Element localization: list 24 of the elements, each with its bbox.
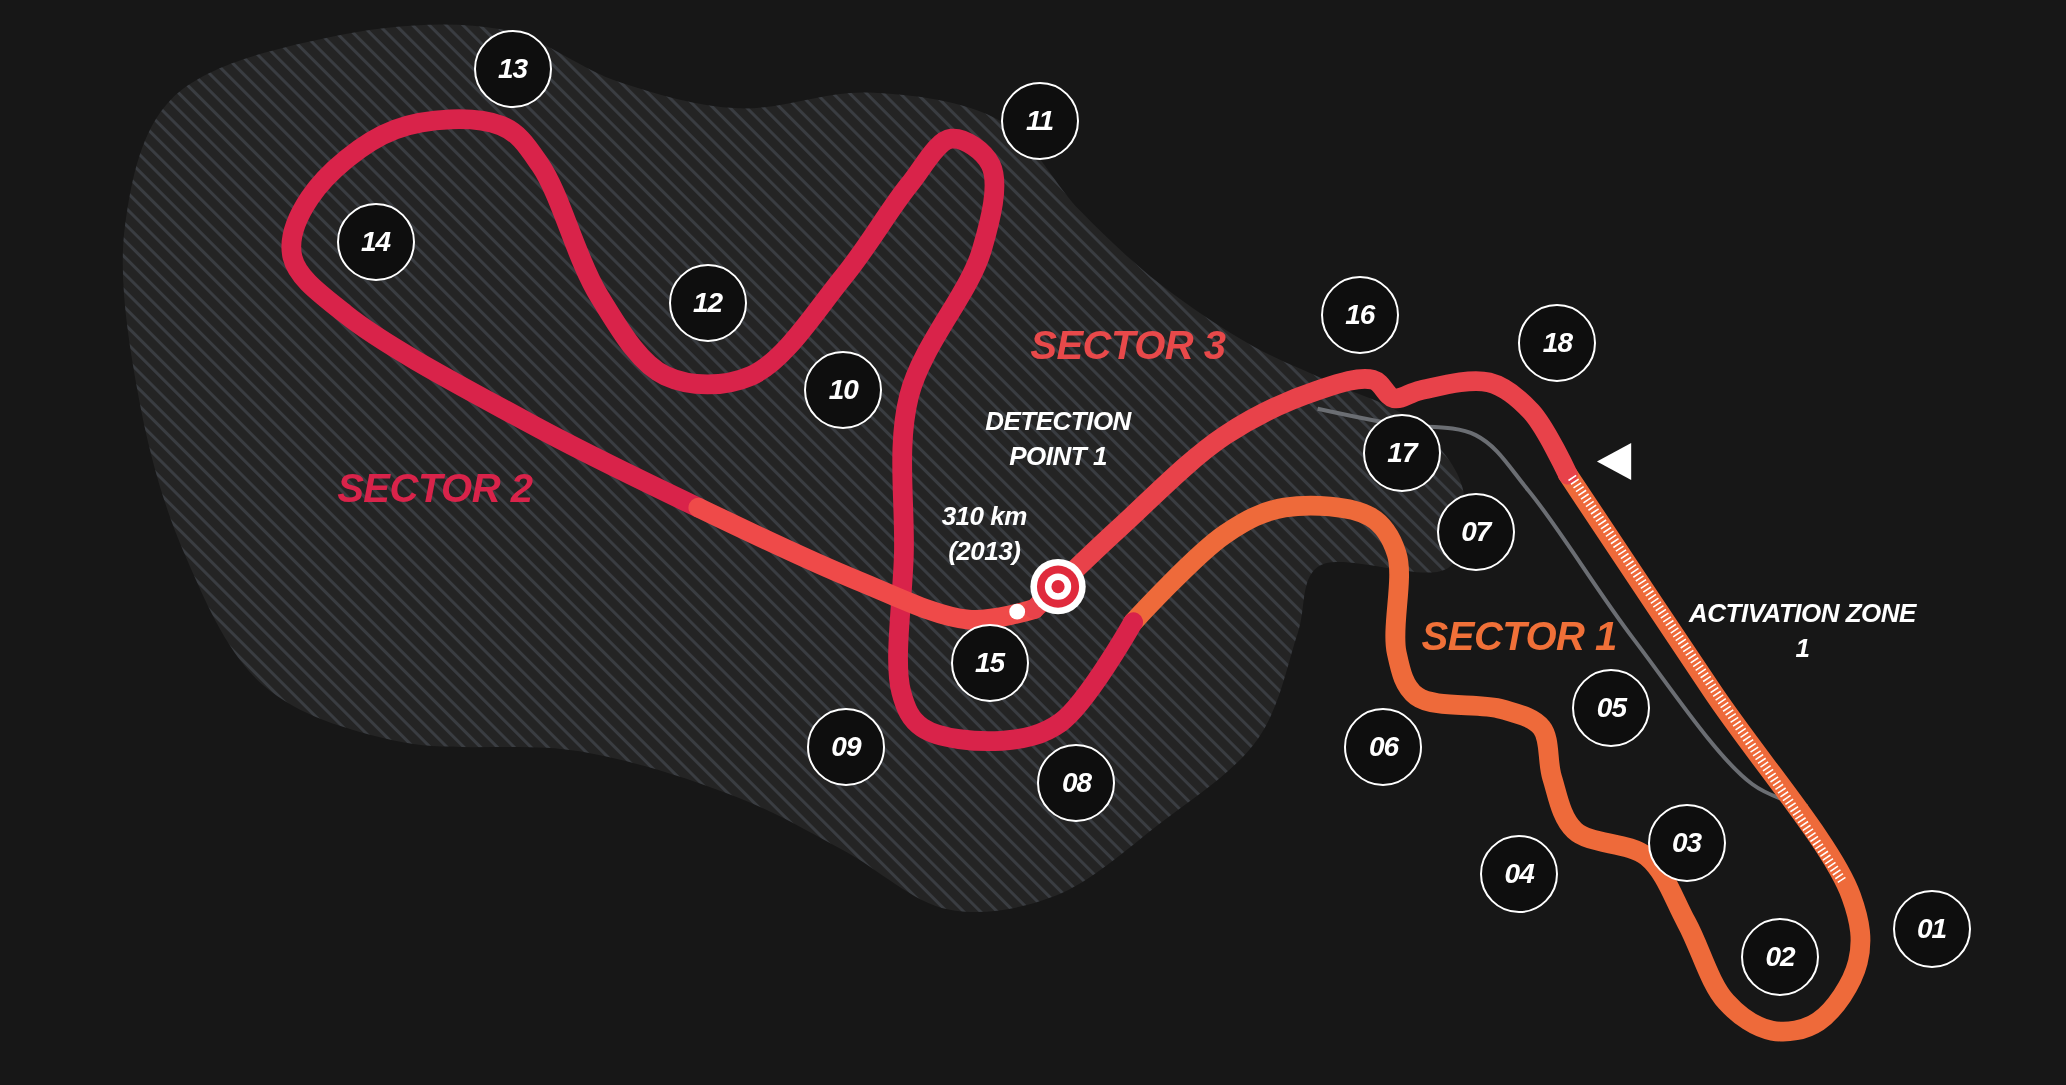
corner-number: 15 <box>974 646 1005 679</box>
corner-number: 17 <box>1387 437 1417 470</box>
sector-label: SECTOR 3 <box>1030 322 1226 370</box>
corner-number: 13 <box>497 52 528 85</box>
corner-number: 07 <box>1461 516 1491 549</box>
corner-number: 05 <box>1596 691 1626 724</box>
sector-label: SECTOR 2 <box>337 464 533 512</box>
corner-number: 08 <box>1061 766 1092 799</box>
corner-number: 03 <box>1671 827 1702 860</box>
corner-number: 11 <box>1026 105 1054 138</box>
corner-number: 06 <box>1368 731 1399 764</box>
corner-number: 18 <box>1542 326 1572 359</box>
corner-number: 14 <box>360 226 391 259</box>
corner-number: 01 <box>1917 912 1947 945</box>
corner-number: 10 <box>828 374 858 406</box>
corner-number: 04 <box>1504 857 1534 890</box>
corner-number: 09 <box>831 731 861 764</box>
sector-label: SECTOR 1 <box>1421 613 1617 661</box>
record-speed-label: 310 km (2013) <box>940 499 1028 568</box>
corner-number: 16 <box>1345 298 1375 331</box>
activation-zone-label: ACTIVATION ZONE 1 <box>1687 597 1918 666</box>
corner-number: 02 <box>1765 940 1795 973</box>
detection-point-label: DETECTION POINT 1 <box>984 404 1133 473</box>
corner-number: 12 <box>692 287 723 320</box>
